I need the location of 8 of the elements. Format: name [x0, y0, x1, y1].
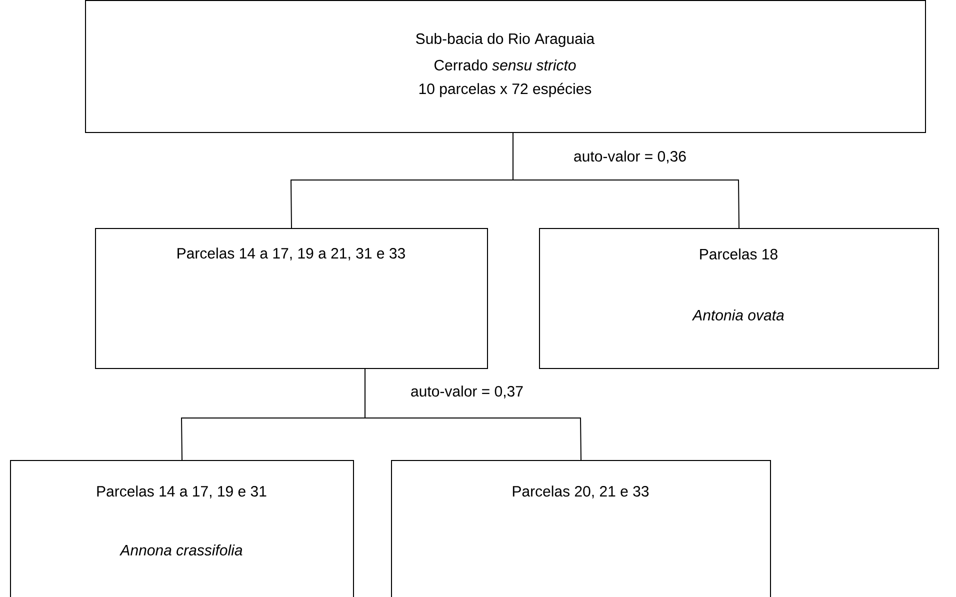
process-box: Parcelas 14 a 17, 19 a 21, 31 e 33: [95, 228, 488, 369]
eigenvalue-label: auto-valor = 0,37: [411, 386, 523, 398]
eigenvalue-label: auto-valor = 0,36: [574, 150, 686, 164]
connector-line: [512, 132, 740, 228]
process-box: Parcelas 18 Antonia ovata: [539, 228, 939, 369]
process-box: Sub-bacia do Rio Araguaia Cerrado sensu stricto 10 parcelas x 72 espécies: [85, 0, 926, 133]
process-box: Parcelas 14 a 17, 19 e 31 Annona crassifolia: [10, 460, 354, 597]
process-box: Parcelas 20, 21 e 33: [391, 460, 771, 597]
